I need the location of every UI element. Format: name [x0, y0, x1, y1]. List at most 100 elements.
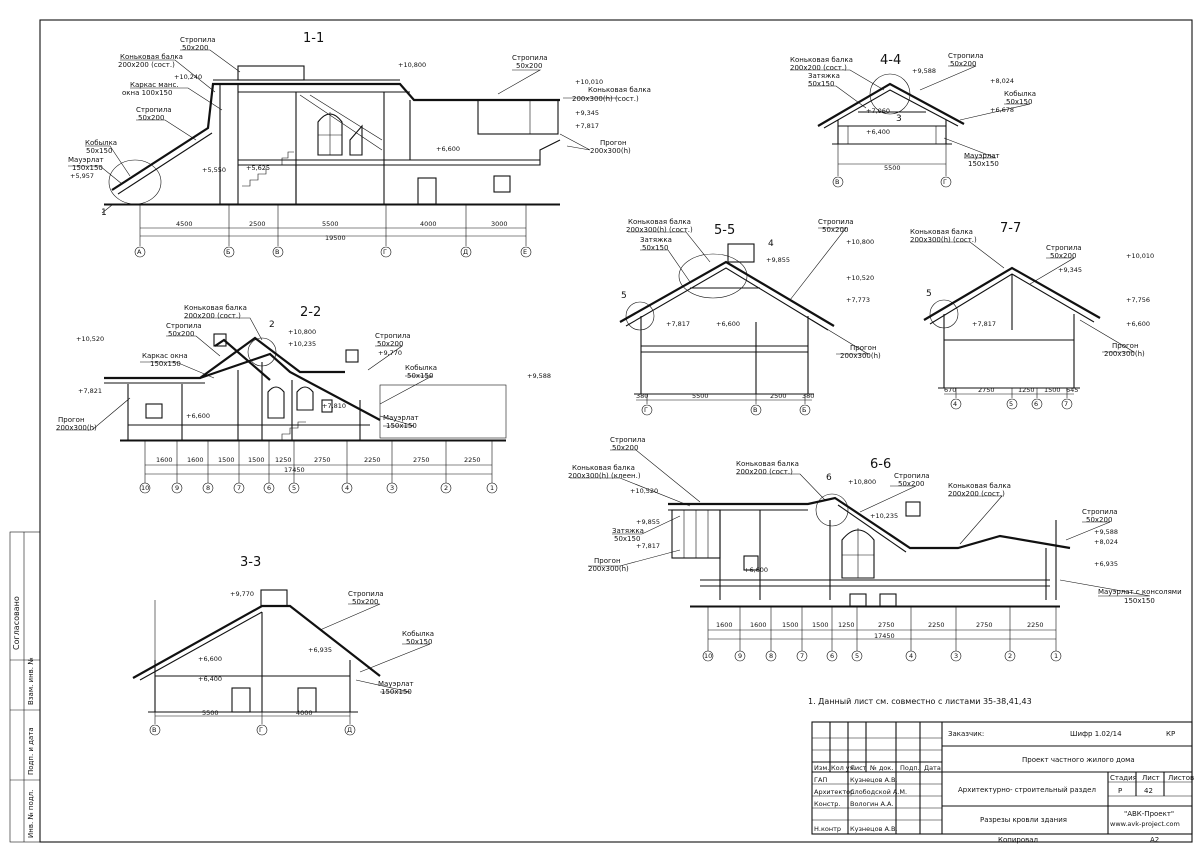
s11-mans-frame: Каркас манс. — [130, 81, 179, 89]
s33-axis-2: Г — [259, 726, 263, 734]
section-3-3: 3-3 5500 4000 В Г Д Стропила 50x200 Кобы… — [132, 555, 434, 736]
s22-purlin-size: 200x300(h) — [56, 424, 97, 432]
s77-axis-4: 7 — [1064, 400, 1068, 408]
s11-elev-6: +6,600 — [436, 145, 460, 153]
s33-dim-1: 5500 — [202, 709, 219, 717]
s22-axis-10: 1 — [490, 484, 494, 492]
s22-elev-7: +6,600 — [186, 412, 210, 420]
s77-rafter-size: 50x200 — [1050, 252, 1076, 260]
s22-dim-7: 2250 — [364, 456, 381, 464]
s22-rafter-b: Стропила — [375, 332, 411, 340]
tb-copied: Копировал — [998, 836, 1038, 844]
s77-dim-1: 670 — [944, 386, 956, 394]
s77-axis-2: 5 — [1009, 400, 1013, 408]
tb-name-2: Слободской А.М. — [850, 788, 907, 796]
s11-elev-3: +10,010 — [575, 78, 603, 86]
s55-node-a: 4 — [768, 239, 774, 249]
s66-axis-9: 2 — [1008, 652, 1012, 660]
s11-mauer: Мауэрлат — [68, 156, 104, 164]
s33-elev-3: +6,600 — [198, 655, 222, 663]
s11-dim-1: 4500 — [176, 220, 193, 228]
s22-dim-5: 1250 — [275, 456, 292, 464]
s66-elev-9: +6,935 — [1094, 560, 1118, 568]
sidebar-sign-date: Подп. и дата — [27, 727, 35, 775]
s66-axis-6: 5 — [855, 652, 859, 660]
s33-elev-4: +6,400 — [198, 675, 222, 683]
tb-site: www.avk-project.com — [1110, 820, 1180, 828]
s11-ridge-beam-a-size: 200x200 (сост.) — [118, 61, 175, 69]
s66-purlin-size: 200x300(h) — [588, 565, 629, 573]
s33-rafter-size: 50x200 — [352, 598, 378, 606]
s22-axis-1: 10 — [141, 484, 149, 492]
sidebar-stamp: Согласовано Взам. инв. № Подп. и дата Ин… — [9, 531, 41, 843]
s11-axis-1: А — [137, 248, 142, 256]
tb-h-doc: № док. — [869, 764, 893, 772]
s77-ridge-beam: Коньковая балка — [910, 228, 973, 236]
s11-dim-2: 2500 — [249, 220, 266, 228]
s11-axis-2: Б — [226, 248, 230, 256]
s11-elev-2: +10,240 — [174, 73, 202, 81]
s66-dim-9: 2250 — [1027, 621, 1044, 629]
s11-elev-9: +5,957 — [70, 172, 94, 180]
s55-dim-2: 5500 — [692, 392, 709, 400]
s55-purlin: Прогон — [850, 344, 877, 352]
s22-dim-3: 1500 — [218, 456, 235, 464]
s22-dim-2: 1600 — [187, 456, 204, 464]
s55-axis-2: В — [753, 406, 757, 414]
tb-section: Архитектурно- строительный раздел — [958, 786, 1096, 794]
s66-axis-8: 3 — [954, 652, 958, 660]
sidebar-agreed: Согласовано — [12, 596, 21, 650]
s77-dim-5: 645 — [1066, 386, 1078, 394]
s11-axis-4: Г — [383, 248, 387, 256]
section-4-4: 4-4 3 5500 В Г Коньковая балка 200x200 (… — [790, 52, 1036, 188]
s66-elev-2: +10,800 — [848, 478, 876, 486]
s11-rafter-top-size: 50x200 — [182, 44, 208, 52]
s66-dim-7: 2250 — [928, 621, 945, 629]
s22-window-frame-size: 150x150 — [150, 360, 181, 368]
tb-company: "АВК-Проект" — [1124, 810, 1174, 818]
s66-axis-1: 10 — [704, 652, 712, 660]
s55-axis-1: Г — [644, 406, 648, 414]
s66-axis-7: 4 — [909, 652, 913, 660]
s11-mauer-size: 150x150 — [72, 164, 103, 172]
s22-elev-1: +10,520 — [76, 335, 104, 343]
s66-tie-size: 50x150 — [614, 535, 640, 543]
s66-elev-7: +9,588 — [1094, 528, 1118, 536]
s55-elev-2: +9,855 — [766, 256, 790, 264]
section-4-4-title: 4-4 — [880, 53, 901, 68]
s22-ridge-beam-size: 200x200 (сост.) — [184, 312, 241, 320]
s66-dim-4: 1500 — [812, 621, 829, 629]
s11-elev-1: +10,800 — [398, 61, 426, 69]
s66-rafter-a-size: 50x200 — [612, 444, 638, 452]
s77-ridge-beam-size: 200x300(h) (сост.) — [910, 236, 977, 244]
s55-node-b: 5 — [621, 291, 627, 301]
s11-axis-5: Д — [463, 248, 468, 256]
tb-role-4: Н.контр — [814, 825, 841, 833]
tb-h-date: Дата — [924, 764, 941, 772]
tb-h-list: Лист — [850, 764, 867, 772]
s33-elev-2: +6,935 — [308, 646, 332, 654]
s66-dim-5: 1250 — [838, 621, 855, 629]
s44-dim: 5500 — [884, 164, 901, 172]
s77-elev-3: +7,817 — [972, 320, 996, 328]
s11-ridge-beam-b: Коньковая балка — [588, 86, 651, 94]
s22-window-frame: Каркас окна — [142, 352, 188, 360]
s11-dim-3: 5500 — [322, 220, 339, 228]
s66-ridge-beam-a-size: 200x300(h) (клеен.) — [568, 472, 641, 480]
sidebar-inv-replace: Взам. инв. № — [27, 657, 35, 705]
s44-node: 3 — [896, 114, 902, 124]
s77-rafter: Стропила — [1046, 244, 1082, 252]
s44-axis-2: Г — [943, 178, 947, 186]
s44-rafter: Стропила — [948, 52, 984, 60]
s44-elev-5: +6,400 — [866, 128, 890, 136]
s77-elev-1: +10,010 — [1126, 252, 1154, 260]
s22-axis-3: 8 — [206, 484, 210, 492]
s55-tie: Затяжка — [640, 236, 672, 244]
s66-purlin: Прогон — [594, 557, 621, 565]
s66-node: 6 — [826, 473, 832, 483]
s55-rafter: Стропила — [818, 218, 854, 226]
s44-elev-3: +6,678 — [990, 106, 1014, 114]
s22-dim-8: 2750 — [413, 456, 430, 464]
sheet-frame — [39, 19, 1193, 843]
s44-mauer-size: 150x150 — [968, 160, 999, 168]
